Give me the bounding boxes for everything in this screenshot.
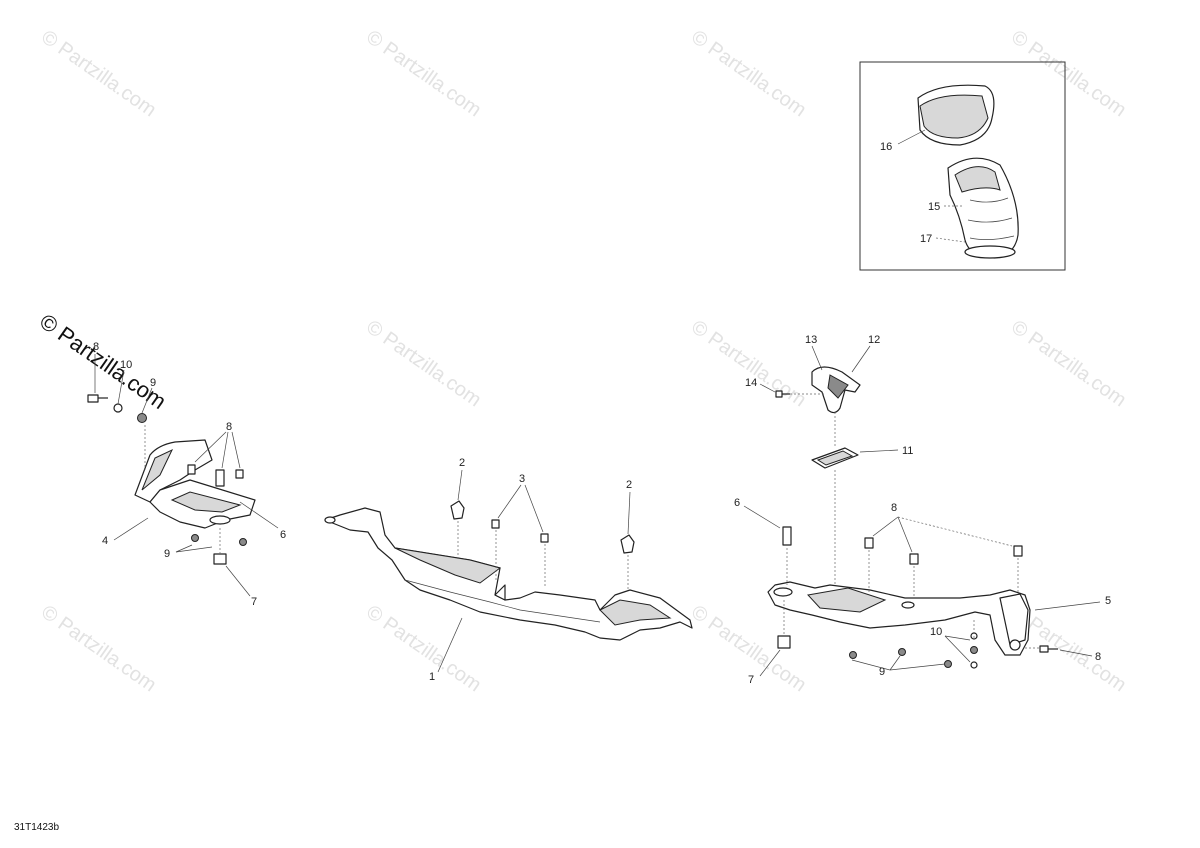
callout-8: 8 [891,502,897,514]
part-4-bracket-left[interactable] [134,439,256,529]
watermark: © Partzilla.com [687,316,810,411]
part-1-floor-panel[interactable] [324,507,693,641]
part-15-intake-boot[interactable] [947,157,1019,259]
callout-5: 5 [1105,595,1111,607]
callout-13: 13 [805,334,817,346]
callout-6: 6 [280,529,286,541]
part-2-clip-center-right[interactable] [620,534,635,554]
watermark: © Partzilla.com [687,26,810,121]
part-9-nuts-right[interactable] [849,646,978,668]
callout-8: 8 [226,421,232,433]
callout-3: 3 [519,473,525,485]
watermark: © Partzilla.com [362,26,485,121]
watermark: © Partzilla.com [362,601,485,696]
callout-2: 2 [459,457,465,469]
watermark: © Partzilla.com [1007,26,1130,121]
watermark: © Partzilla.com [37,601,160,696]
watermark: © Partzilla.com [37,26,160,121]
part-7-nut-right[interactable] [777,635,791,649]
part-8-screws-right[interactable] [864,537,1058,653]
part-9-nuts-left[interactable] [191,534,247,546]
callout-6: 6 [734,497,740,509]
part-5-bracket-right[interactable] [767,581,1031,656]
watermark: © Partzilla.com [1007,316,1130,411]
callout-7: 7 [748,674,754,686]
callout-9: 9 [150,377,156,389]
inset-frame [859,61,1066,271]
part-3-screws-center[interactable] [491,519,549,543]
callout-11: 11 [902,445,913,457]
part-9-nut-left[interactable] [137,413,147,423]
part-14-screw[interactable] [775,390,790,398]
callout-17: 17 [920,233,932,245]
callout-4: 4 [102,535,108,547]
part-8-screws-left[interactable] [187,464,244,487]
drawing-code: 31T1423b [14,822,60,833]
callout-10: 10 [930,626,942,638]
callout-16: 16 [880,141,892,153]
callout-2: 2 [626,479,632,491]
callout-10: 10 [120,359,132,371]
callout-1: 1 [429,671,435,683]
callout-7: 7 [251,596,257,608]
part-12-13-grip[interactable] [811,366,861,414]
part-8-bolt-left[interactable] [87,394,108,403]
callout-14: 14 [745,377,757,389]
watermark: © Partzilla.com [362,316,485,411]
callout-9: 9 [879,666,885,678]
callout-12: 12 [868,334,880,346]
part-2-clip-center-left[interactable] [450,500,465,520]
callout-15: 15 [928,201,940,213]
part-7-nut-left[interactable] [213,553,227,565]
part-6-screw-right[interactable] [782,526,792,546]
callout-9: 9 [164,548,170,560]
callout-8: 8 [93,341,99,353]
callout-8: 8 [1095,651,1101,663]
part-16-cap[interactable] [917,84,995,146]
part-11-pad[interactable] [811,447,859,469]
part-10-washer-left[interactable] [113,403,123,413]
